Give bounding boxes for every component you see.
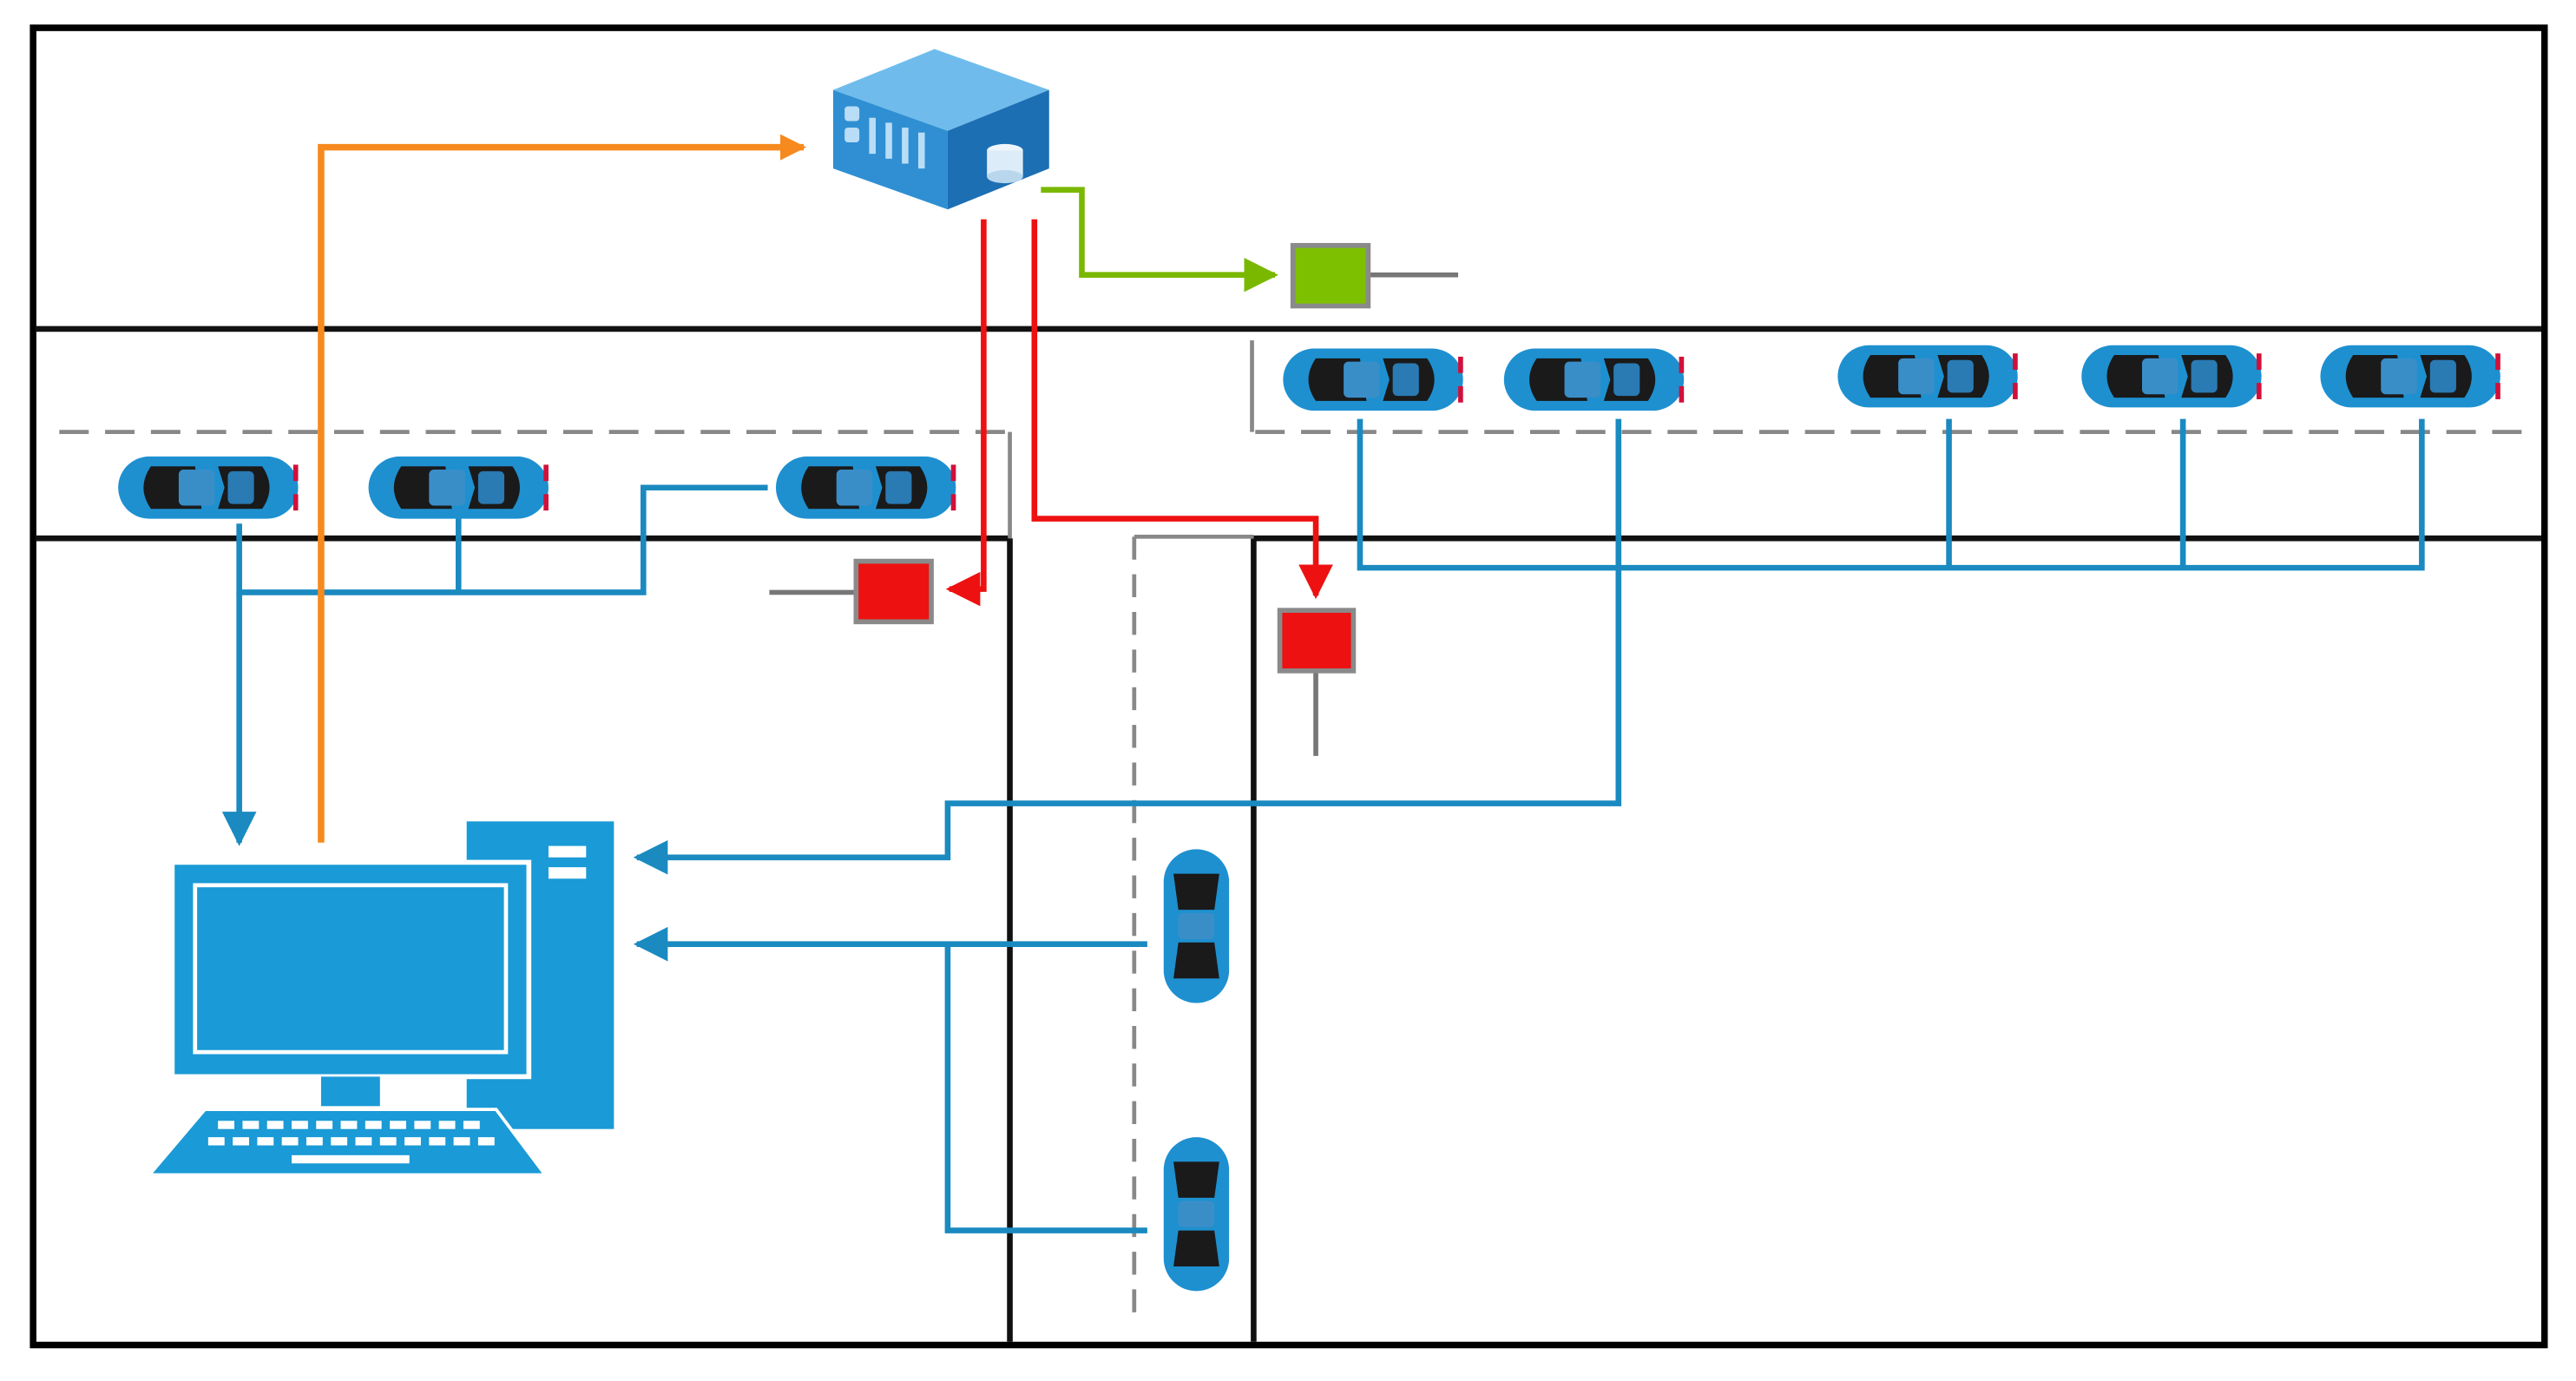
car-icon — [2320, 345, 2500, 408]
server-to-red-signal-west — [945, 219, 987, 607]
desktop-computer-icon — [145, 821, 614, 1177]
car-icon — [1837, 345, 2018, 408]
road-network — [36, 326, 2541, 1342]
car-icon — [2081, 345, 2262, 408]
red-signal-west — [769, 558, 934, 625]
traffic-signal-icon — [853, 558, 934, 625]
link-east-to-computer — [633, 418, 1622, 875]
server-to-red-signal-south — [1031, 219, 1333, 600]
rack-server-icon — [832, 49, 1049, 210]
server-to-green-signal-link — [1041, 187, 1278, 293]
car-icon — [368, 456, 549, 519]
traffic-signal-icon — [1290, 242, 1371, 309]
link-west-bus — [236, 484, 768, 595]
red-signal-south — [1277, 608, 1357, 756]
outer-frame — [30, 24, 2548, 1349]
traffic-signal-icon — [1277, 608, 1357, 674]
computer-to-server-link — [318, 134, 807, 843]
car-icon — [1283, 348, 1463, 411]
vehicle-links — [221, 418, 2425, 1233]
car-icon — [118, 456, 299, 519]
car-icon — [1163, 1137, 1230, 1292]
computer-monitor — [169, 859, 532, 1080]
link-south-car-2 — [944, 944, 1147, 1233]
car-icon — [775, 456, 956, 519]
link-east-bus — [1357, 418, 2425, 571]
car-icon — [1503, 348, 1685, 411]
server-to-red-signal-links — [945, 219, 1333, 607]
lane-markings — [59, 340, 2539, 1325]
green-signal-east — [1290, 242, 1459, 309]
car-icon — [1163, 849, 1230, 1003]
